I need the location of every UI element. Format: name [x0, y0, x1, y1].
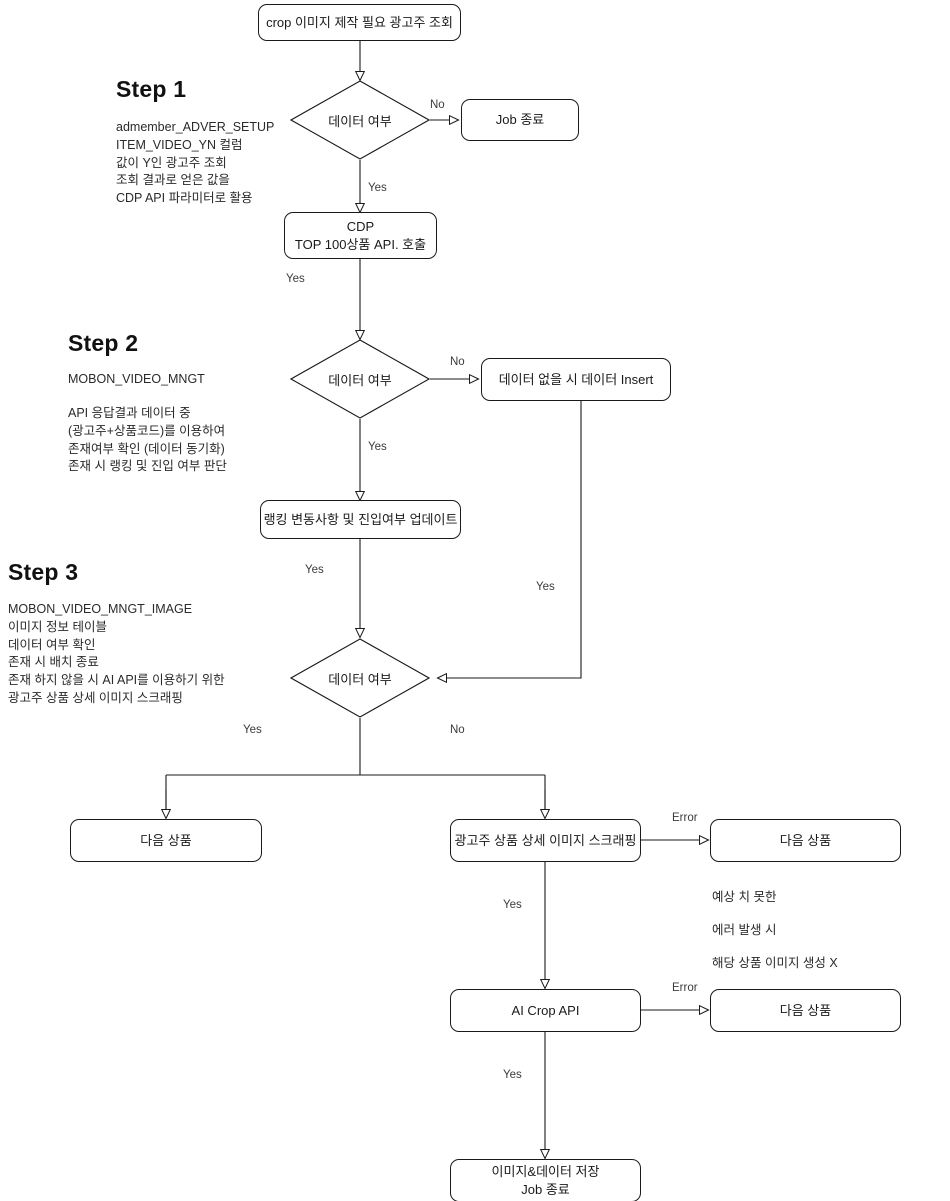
error-note-line-1: 예상 치 못한 [712, 890, 777, 904]
edge-label-decision3-yes: Yes [243, 724, 262, 736]
step-2-description: API 응답결과 데이터 중 (광고주+상품코드)를 이용하여 존재여부 확인 … [68, 406, 227, 474]
edge-label-decision1-no: No [430, 99, 445, 111]
node-ai-crop-api[interactable]: AI Crop API [450, 989, 641, 1032]
edge-insert-to-decision3 [438, 401, 582, 678]
node-cdp-api[interactable]: CDP TOP 100상품 API. 호출 [284, 212, 437, 259]
node-next-product-left[interactable]: 다음 상품 [70, 819, 262, 862]
decision-1-label: 데이터 여부 [328, 113, 392, 129]
edge-label-decision2-yes: Yes [368, 441, 387, 453]
step-2-description-head: MOBON_VIDEO_MNGT [68, 372, 205, 386]
node-image-scraping[interactable]: 광고주 상품 상세 이미지 스크래핑 [450, 819, 641, 862]
edge-decision3-split [165, 718, 546, 810]
edge-label-decision3-no: No [450, 724, 465, 736]
decision-2-label: 데이터 여부 [328, 372, 392, 388]
step-1-description: admember_ADVER_SETUP ITEM_VIDEO_YN 컬럼 값이… [116, 120, 275, 205]
edge-label-scraping-error: Error [672, 812, 698, 824]
node-next-product-scrap-error[interactable]: 다음 상품 [710, 819, 901, 862]
node-decision-3[interactable]: 데이터 여부 [289, 638, 431, 718]
node-job-end-1[interactable]: Job 종료 [461, 99, 579, 141]
decision-2-shape [289, 339, 431, 419]
node-start[interactable]: crop 이미지 제작 필요 광고주 조회 [258, 4, 461, 41]
edge-label-crop-error: Error [672, 982, 698, 994]
edge-label-scraping-yes: Yes [503, 899, 522, 911]
decision-1-shape [289, 80, 431, 160]
node-next-product-crop-error[interactable]: 다음 상품 [710, 989, 901, 1032]
error-note-line-2: 에러 발생 시 [712, 923, 777, 937]
step-1-title: Step 1 [116, 76, 187, 102]
edge-label-cdp-yes: Yes [286, 273, 305, 285]
node-decision-1[interactable]: 데이터 여부 [289, 80, 431, 160]
node-final[interactable]: 이미지&데이터 저장 Job 종료 [450, 1159, 641, 1201]
node-rank-update[interactable]: 랭킹 변동사항 및 진입여부 업데이트 [260, 500, 461, 539]
edge-label-decision2-no: No [450, 356, 465, 368]
step-3-description: MOBON_VIDEO_MNGT_IMAGE 이미지 정보 테이블 데이터 여부… [8, 602, 225, 705]
node-data-insert[interactable]: 데이터 없을 시 데이터 Insert [481, 358, 671, 401]
step-2-title: Step 2 [68, 330, 139, 356]
edge-label-decision1-yes: Yes [368, 182, 387, 194]
edge-label-crop-yes: Yes [503, 1069, 522, 1081]
decision-3-shape [289, 638, 431, 718]
edge-label-rank-yes: Yes [305, 564, 324, 576]
error-note-line-3: 해당 상품 이미지 생성 X [712, 956, 838, 970]
step-3-title: Step 3 [8, 559, 79, 585]
edge-label-insert-yes: Yes [536, 581, 555, 593]
node-decision-2[interactable]: 데이터 여부 [289, 339, 431, 419]
decision-3-label: 데이터 여부 [328, 671, 392, 687]
